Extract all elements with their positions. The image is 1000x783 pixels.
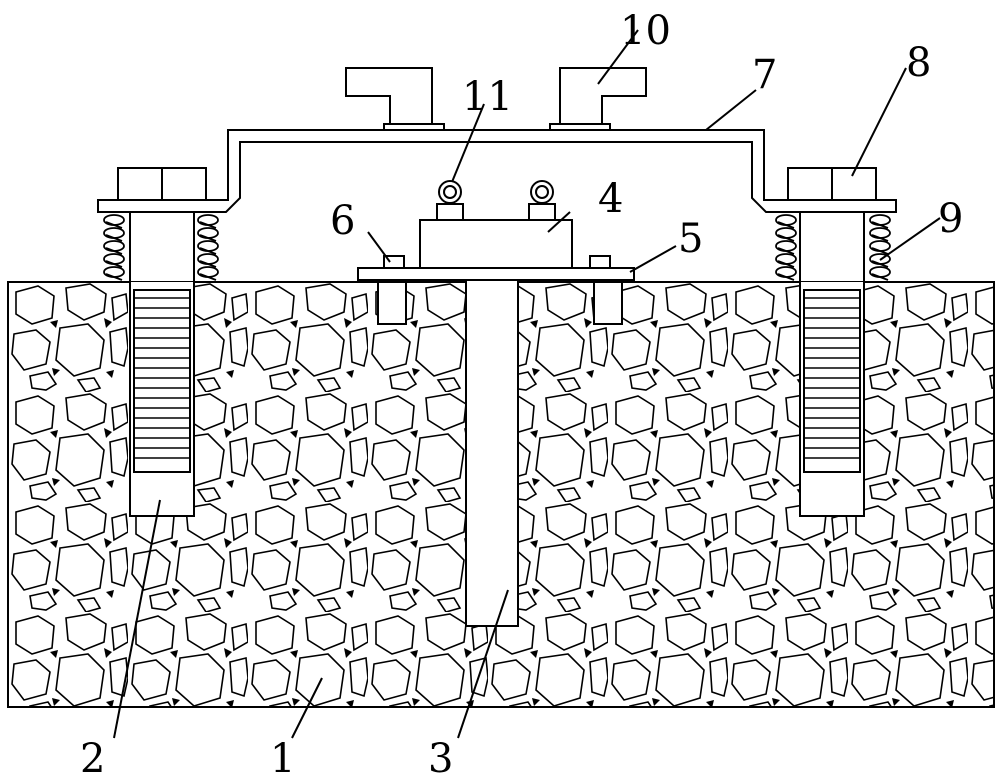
label-9: 9 xyxy=(938,196,963,242)
spring-coil xyxy=(869,266,891,278)
leader-lines xyxy=(113,29,941,739)
label-11: 11 xyxy=(462,74,513,120)
spring-coil-link xyxy=(199,273,217,281)
spring-coil-link xyxy=(199,247,217,255)
spring-coil-link xyxy=(871,260,889,268)
label-5: 5 xyxy=(678,216,703,262)
spring-coil xyxy=(775,214,797,226)
spring-coil-link xyxy=(871,221,889,229)
spring-coil-link xyxy=(199,221,217,229)
spring-coil xyxy=(103,214,125,226)
spring-coil xyxy=(197,240,219,252)
spring-coil-link xyxy=(105,221,123,229)
spring-coil-link xyxy=(871,247,889,255)
spring-coil-link xyxy=(199,234,217,242)
spring-coil xyxy=(197,214,219,226)
spring-coil-link xyxy=(105,247,123,255)
spring-coil xyxy=(197,266,219,278)
lifting-eye-left xyxy=(436,180,464,221)
housing-box xyxy=(419,219,573,269)
spring-coil xyxy=(103,253,125,265)
spring-coil-link xyxy=(777,260,795,268)
small-bolt-right xyxy=(589,255,623,325)
t-handle-right xyxy=(549,67,647,131)
right-spring xyxy=(775,214,891,281)
label-8: 8 xyxy=(906,40,931,86)
spring-coil xyxy=(869,227,891,239)
spring-coil-link xyxy=(105,273,123,281)
right-bolt-threads xyxy=(804,297,860,459)
spring-coil xyxy=(869,240,891,252)
label-2: 2 xyxy=(80,736,105,782)
t-handle-left xyxy=(345,67,445,131)
small-bolt-left xyxy=(377,255,407,325)
label-7: 7 xyxy=(752,52,777,98)
spring-coil-link xyxy=(777,221,795,229)
label-6: 6 xyxy=(330,198,355,244)
left-bolt-threads xyxy=(134,297,190,459)
left-spring xyxy=(103,214,219,281)
spring-coil xyxy=(197,253,219,265)
label-10: 10 xyxy=(620,8,671,54)
spring-coil xyxy=(869,214,891,226)
spring-coil xyxy=(197,227,219,239)
label-1: 1 xyxy=(270,736,295,782)
spring-coil-link xyxy=(777,234,795,242)
label-4: 4 xyxy=(598,176,623,222)
spring-coil xyxy=(103,227,125,239)
cover-frame xyxy=(97,129,897,213)
spring-coil xyxy=(775,240,797,252)
spring-coil-link xyxy=(105,260,123,268)
label-3: 3 xyxy=(428,736,453,782)
spring-coil-link xyxy=(777,247,795,255)
spring-coil-link xyxy=(199,260,217,268)
spring-coil-link xyxy=(871,234,889,242)
callout-labels: 1 2 3 4 5 6 7 8 9 10 11 xyxy=(80,8,963,782)
spring-coil xyxy=(775,227,797,239)
spring-coil xyxy=(775,253,797,265)
spring-coil xyxy=(103,266,125,278)
base-plate xyxy=(357,267,635,281)
spring-coil xyxy=(103,240,125,252)
lifting-eye-right xyxy=(528,180,556,221)
spring-coil-link xyxy=(105,234,123,242)
right-nut xyxy=(787,167,877,201)
central-pile xyxy=(465,277,519,627)
spring-coil-link xyxy=(871,273,889,281)
spring-coil xyxy=(775,266,797,278)
left-nut xyxy=(117,167,207,201)
spring-coil-link xyxy=(777,273,795,281)
